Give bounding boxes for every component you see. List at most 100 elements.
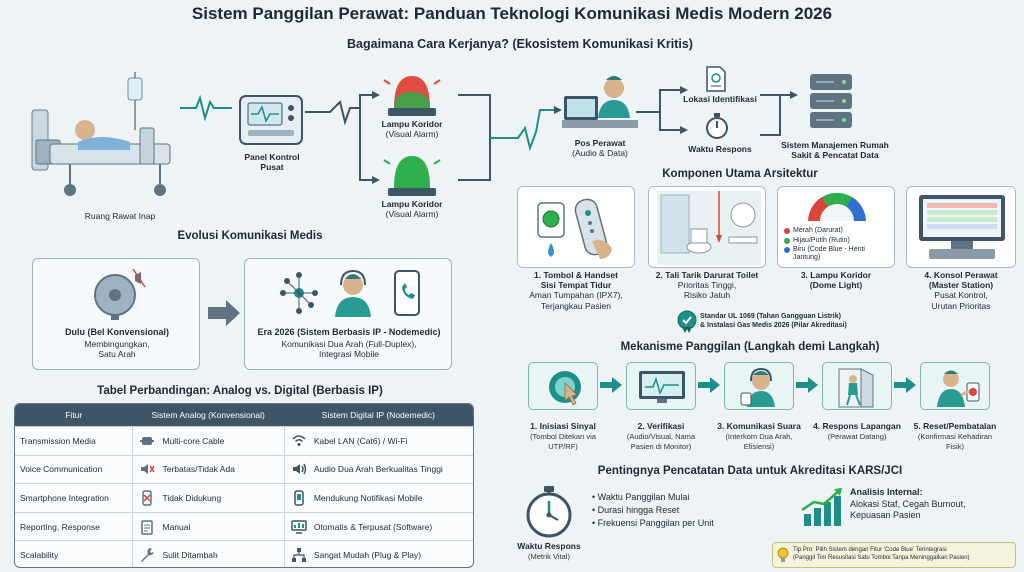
clipboard-icon	[141, 519, 154, 535]
flow-connectors	[180, 86, 798, 184]
server-icon	[810, 74, 852, 128]
lamp1-label: Lampu Koridor(Visual Alarm)	[381, 119, 443, 140]
speaker-icon	[292, 464, 307, 475]
row-digital: Sangat Mudah (Plug & Play)	[313, 550, 422, 561]
records-bullets: • Waktu Panggilan Mulai • Durasi hingga …	[592, 491, 792, 530]
cable-icon	[140, 436, 155, 445]
step-5-label: 5. Reset/Pembatalan(Konfirmasi Kehadiran…	[913, 421, 997, 452]
components-title: Komponen Utama Arsitektur	[662, 168, 818, 180]
row-analog: Multi-core Cable	[162, 435, 225, 446]
mechanism-arrows	[600, 377, 916, 393]
press-button-icon	[549, 371, 581, 406]
header-feature: Fitur	[65, 410, 83, 420]
tip-box: Tip Pro: Pilih Sistem dengan Fitur 'Code…	[772, 542, 1016, 568]
step-3	[724, 362, 794, 410]
step-3-label: 3. Komunikasi Suara(Interkom Dua Arah,Ef…	[717, 421, 801, 452]
lamp2-label: Lampu Koridor(Visual Alarm)	[381, 199, 443, 220]
step-2	[626, 362, 696, 410]
handset-icon	[537, 198, 612, 259]
component-dome-light: Merah (Darurat) Hijau/Putih (Rutin) Biru…	[777, 186, 895, 268]
arrow-right-icon	[208, 300, 240, 326]
smartphone-icon	[294, 490, 304, 506]
header-digital: Sistem Digital IP (Nodemedic)	[321, 410, 436, 420]
bell-icon	[94, 268, 146, 320]
old-desc: Membingungkan,Satu Arah	[84, 339, 150, 360]
hospital-bed-icon	[31, 72, 171, 196]
control-panel-icon	[239, 95, 303, 145]
row-feature: Transmission Media	[20, 435, 96, 446]
comparison-title: Tabel Perbandingan: Analog vs. Digital (…	[97, 385, 383, 397]
wifi-icon	[292, 435, 306, 446]
growth-chart-icon	[801, 488, 842, 526]
new-title: Era 2026 (Sistem Berbasis IP - Nodemedic…	[257, 327, 441, 337]
step-4	[822, 362, 892, 410]
green-corridor-lamp-icon	[383, 156, 441, 196]
bullet-item: • Durasi hingga Reset	[592, 505, 680, 516]
table-row: Scalability Sulit Ditambah Sangat Mudah …	[15, 540, 473, 567]
evolution-title: Evolusi Komunikasi Medis	[177, 230, 323, 242]
tip-text: Tip Pro: Pilih Sistem dengan Fitur 'Code…	[793, 547, 970, 561]
row-feature: Reporting, Response	[20, 521, 100, 532]
step-5	[920, 362, 990, 410]
dome-legend: Merah (Darurat) Hijau/Putih (Rutin) Biru…	[784, 227, 894, 262]
step-4-label: 4. Respons Lapangan(Perawat Datang)	[813, 421, 901, 442]
stopwatch-large-icon	[526, 486, 572, 538]
evolution-new-card: Era 2026 (Sistem Berbasis IP - Nodemedic…	[244, 258, 452, 370]
nurse-headset-icon	[740, 367, 775, 407]
evolution-old-card: Dulu (Bel Konvensional) Membingungkan,Sa…	[32, 258, 200, 370]
nurse-station-icon	[562, 76, 638, 128]
legend-green: Hijau/Putih (Rutin)	[784, 237, 894, 245]
mechanism-title: Mekanisme Panggilan (Langkah demi Langka…	[620, 341, 880, 353]
nurse-reset-icon	[937, 370, 980, 407]
table-row: Reporting, Response Manual Otomatis & Te…	[15, 511, 473, 541]
nurse-station-label: Pos Perawat(Audio & Data)	[572, 138, 628, 159]
legend-blue: Biru (Code Blue - Henti Jantung)	[784, 246, 894, 261]
room-label: Ruang Rawat Inap	[84, 211, 156, 221]
lightbulb-icon	[777, 547, 789, 562]
row-digital: Kabel LAN (Cat6) / Wi-Fi	[313, 435, 408, 446]
component-toilet	[648, 186, 766, 268]
nurse-walking-icon	[838, 368, 874, 408]
network-devices-icon	[280, 269, 420, 317]
no-phone-icon	[142, 490, 153, 506]
badge-icon	[677, 310, 697, 333]
response-time-label: Waktu Respons	[688, 144, 752, 154]
records-title: Pentingnya Pencatatan Data untuk Akredit…	[597, 465, 903, 477]
standard-note: Standar UL 1069 (Tahan Gangguan Listrik)…	[700, 313, 847, 329]
table-header: Fitur Sistem Analog (Konvensional) Siste…	[15, 404, 473, 426]
stopwatch-label: Waktu Respons(Metrik Vital)	[517, 541, 581, 562]
dome-light-icon	[808, 192, 866, 221]
analysis-block: Analisis Internal: Alokasi Staf, Cegah B…	[850, 487, 966, 521]
row-digital: Otomatis & Terpusat (Software)	[313, 521, 433, 532]
location-label: Lokasi Identifikasi	[683, 94, 757, 104]
wrench-icon	[141, 548, 155, 563]
row-analog: Manual	[162, 521, 191, 532]
stopwatch-icon	[706, 113, 728, 139]
red-corridor-lamp-icon	[383, 76, 441, 116]
row-analog: Terbatas/Tidak Ada	[162, 464, 235, 475]
new-desc: Komunikasi Dua Arah (Full-Duplex),Integr…	[281, 339, 417, 360]
bullet-item: • Waktu Panggilan Mulai	[592, 492, 690, 502]
header-analog: Sistem Analog (Konvensional)	[151, 410, 265, 420]
row-analog: Sulit Ditambah	[162, 550, 218, 561]
old-title: Dulu (Bel Konvensional)	[64, 327, 169, 337]
analysis-title: Analisis Internal:	[850, 487, 923, 497]
component-console-label: 4. Konsol Perawat(Master Station)Pusat K…	[924, 270, 998, 311]
bullet-item: • Frekuensi Panggilan per Unit	[592, 518, 714, 529]
row-digital: Mendukung Notifikasi Mobile	[313, 492, 423, 503]
row-analog: Tidak Didukung	[162, 492, 222, 503]
component-dome-label: 3. Lampu Koridor(Dome Light)	[800, 270, 872, 291]
mute-speaker-icon	[141, 464, 156, 475]
page-title: Sistem Panggilan Perawat: Panduan Teknol…	[191, 4, 833, 23]
component-console	[906, 186, 1016, 268]
table-row: Smartphone Integration Tidak Didukung Me…	[15, 483, 473, 512]
network-icon	[291, 548, 306, 563]
flow-subtitle: Bagaimana Cara Kerjanya? (Ekosistem Komu…	[347, 37, 693, 51]
document-icon	[706, 66, 726, 92]
component-handset	[517, 186, 635, 268]
toilet-cord-icon	[657, 191, 761, 265]
